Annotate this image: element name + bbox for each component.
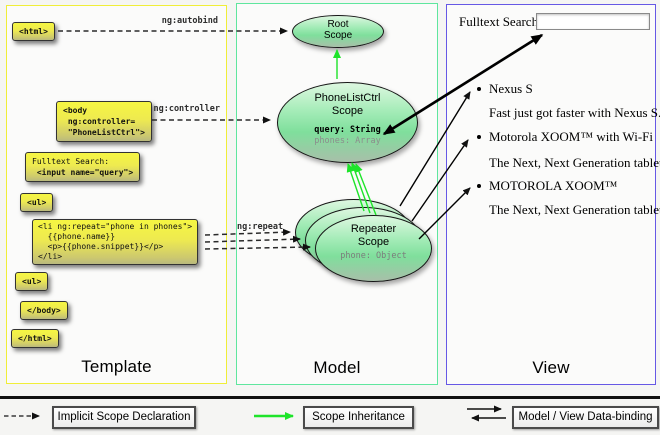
code-html-open-tag: <html>: [12, 22, 55, 41]
view-item-title: Nexus S: [477, 81, 533, 96]
root-scope-name: Root Scope: [323, 19, 353, 41]
view-item-title: MOTOROLA XOOM™: [476, 178, 618, 193]
repeater-scope-name: Repeater Scope: [350, 223, 397, 248]
phones-property: phones: Array: [314, 136, 381, 146]
fulltext-search-input[interactable]: [536, 13, 650, 30]
repeater-scope-ellipse-front: Repeater Scope phone: Object: [315, 215, 432, 282]
view-column-label: View: [532, 358, 570, 377]
legend-separator-line: [0, 396, 660, 399]
template-column-label: Template: [81, 357, 152, 376]
phone-property: phone: Object: [340, 251, 407, 261]
ng-controller-label: ng:controller: [153, 104, 220, 114]
code-body-close-tag: </body>: [20, 301, 68, 320]
ng-repeat-label: ng:repeat: [237, 222, 284, 232]
view-item-desc: Fast just got faster with Nexus S.: [489, 105, 660, 120]
legend-scope-inheritance: Scope Inheritance: [303, 406, 414, 429]
ng-autobind-label: ng:autobind: [161, 16, 218, 26]
query-property: query: String: [314, 125, 381, 135]
code-li-repeat-tag: <li ng:repeat="phone in phones"> {{phone…: [32, 219, 199, 265]
view-item-title: Motorola XOOM™ with Wi-Fi: [476, 129, 654, 144]
legend-implicit-scope-declaration: Implicit Scope Declaration: [52, 406, 196, 429]
model-column: Model: [236, 3, 438, 385]
code-fulltext-search: Fulltext Search: <input name="query">: [25, 152, 141, 182]
code-ul-open-tag: <ul>: [20, 193, 54, 212]
view-column: View: [446, 4, 656, 385]
code-body-open-tag: <body ng:controller= "PhoneListCtrl">: [56, 101, 152, 142]
root-scope-ellipse: Root Scope: [292, 15, 384, 48]
phonelistctrl-scope-ellipse: PhoneListCtrl Scope query: String phones…: [277, 82, 418, 163]
code-html-close-tag: </html>: [11, 329, 59, 348]
view-fulltext-search-label: Fulltext Search:: [459, 14, 542, 29]
legend-model-view-data-binding: Model / View Data-binding: [512, 406, 659, 429]
code-fulltext-label: Fulltext Search:: [32, 157, 110, 166]
phonelistctrl-scope-name: PhoneListCtrl Scope: [314, 92, 381, 117]
code-ul-close-tag: <ul>: [15, 272, 49, 291]
view-item-desc: The Next, Next Generation tablet.: [489, 155, 660, 170]
view-item-desc: The Next, Next Generation tablet.: [489, 202, 660, 217]
code-input-tag: <input name="query">: [32, 168, 134, 177]
model-column-label: Model: [313, 358, 361, 377]
